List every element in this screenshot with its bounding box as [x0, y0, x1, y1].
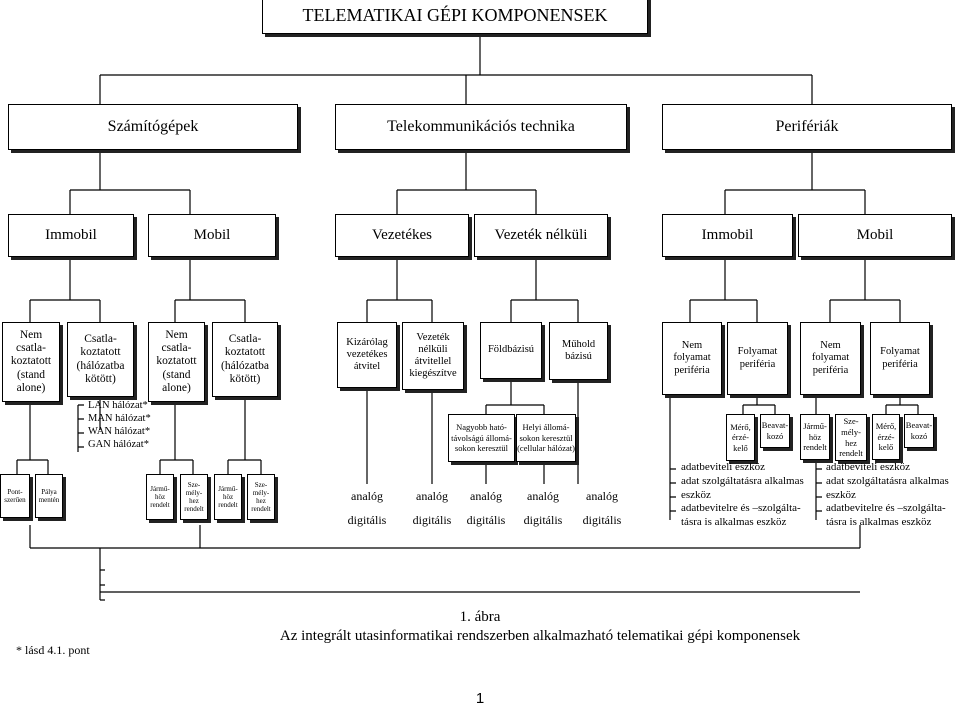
node-local-stations: Helyi állomá- sokon keresztül (cellular … — [516, 414, 576, 462]
node-sensor-immobil: Mérő, érzé- kelő — [726, 414, 755, 461]
analog-digital-local: analóg digitális — [523, 489, 563, 527]
node-process-peripheral-mobil: Folyamat periféria — [870, 322, 930, 395]
analog-digital-wireless-supplemented: analóg digitális — [412, 489, 452, 527]
subcategory-box-wireless: Vezeték nélküli — [474, 214, 608, 257]
device-list-immobil: adatbeviteli eszköz adat szolgáltatásra … — [681, 461, 804, 528]
node-label: Műhold bázisú — [561, 338, 596, 362]
node-point-wise: Pont- szerűen — [0, 474, 30, 518]
node-label: Nagyobb ható- távolságú állomá- sokon ke… — [451, 422, 512, 454]
category-label-telecom: Telekommunikációs technika — [387, 117, 575, 135]
analog-digital-long-range: analóg digitális — [466, 489, 506, 527]
node-vehicle-standalone: Jármű- höz rendelt — [146, 474, 174, 520]
subcategory-box-immobil-peripherals: Immobil — [662, 214, 793, 257]
subcategory-box-immobil-computers: Immobil — [8, 214, 134, 257]
subcategory-label: Vezetékes — [372, 226, 432, 243]
subcategory-label: Immobil — [701, 226, 754, 243]
node-label: Nem csatla- koztatott (stand alone) — [10, 328, 52, 394]
footnote: * lásd 4.1. pont — [16, 643, 90, 657]
figure-number: 1. ábra — [459, 609, 501, 625]
category-box-telecom: Telekommunikációs technika — [335, 104, 627, 150]
subcategory-box-wired: Vezetékes — [335, 214, 469, 257]
category-label-computers: Számítógépek — [107, 117, 199, 135]
node-label: Mérő, érzé- kelő — [730, 421, 751, 453]
subcategory-label: Mobil — [856, 226, 894, 243]
page-title: TELEMATIKAI GÉPI KOMPONENSEK — [302, 4, 608, 25]
page-title-box: TELEMATIKAI GÉPI KOMPONENSEK — [262, 0, 648, 34]
node-wireless-supplemented: Vezeték nélküli átvitellel kiegészítve — [402, 322, 464, 390]
category-label-peripherals: Perifériák — [775, 117, 839, 135]
node-process-peripheral-immobil: Folyamat periféria — [727, 322, 788, 395]
node-label: Nem folyamat periféria — [811, 340, 850, 376]
subcategory-label: Immobil — [45, 226, 97, 243]
analog-digital-wired: analóg digitális — [347, 489, 387, 527]
node-ground-based: Földbázisú — [480, 322, 542, 379]
node-actuator-immobil: Beavat- kozó — [760, 414, 790, 448]
node-person-peripheral: Sze- mély- hez rendelt — [835, 414, 867, 461]
subcategory-box-mobil-peripherals: Mobil — [798, 214, 952, 257]
analog-digital-satellite: analóg digitális — [582, 489, 622, 527]
node-standalone-immobil: Nem csatla- koztatott (stand alone) — [2, 322, 60, 402]
node-non-process-peripheral-immobil: Nem folyamat periféria — [662, 322, 722, 395]
node-label: Sze- mély- hez rendelt — [839, 416, 863, 459]
node-actuator-mobil: Beavat- kozó — [904, 414, 934, 448]
node-label: Nem folyamat periféria — [673, 340, 711, 376]
node-vehicle-peripheral: Jármű- höz rendelt — [800, 414, 830, 460]
page-number: 1 — [475, 690, 485, 707]
node-wired-only: Kizárólag vezetékes átvitel — [337, 322, 397, 388]
node-label: Mérő, érzé- kelő — [875, 421, 897, 453]
node-label: Folyamat periféria — [737, 346, 778, 370]
figure-caption: Az integrált utasinformatikai rendszerbe… — [279, 628, 801, 644]
subcategory-label: Vezeték nélküli — [494, 226, 588, 243]
node-label: Jármű- höz rendelt — [803, 421, 827, 453]
network-list: LAN hálózat* MAN hálózat* WAN hálózat* G… — [88, 400, 151, 450]
node-label: Pont- szerűen — [4, 487, 26, 504]
node-vehicle-networked: Jármű- höz rendelt — [214, 474, 242, 520]
node-label: Kizárólag vezetékes átvitel — [346, 336, 388, 373]
node-label: Jármű- höz rendelt — [218, 484, 238, 510]
category-box-computers: Számítógépek — [8, 104, 298, 150]
node-label: Csatla- koztatott (hálózatba kötött) — [221, 333, 269, 385]
node-non-process-peripheral-mobil: Nem folyamat periféria — [800, 322, 861, 395]
node-label: Vezeték nélküli átvitellel kiegészítve — [409, 331, 457, 380]
node-standalone-mobil: Nem csatla- koztatott (stand alone) — [148, 322, 205, 402]
device-list-mobil: adatbeviteli eszköz adat szolgáltatásra … — [826, 461, 949, 528]
node-person-networked: Sze- mély- hez rendelt — [247, 474, 275, 520]
node-label: Helyi állomá- sokon keresztül (cellular … — [517, 422, 575, 454]
node-along-track: Pálya mentén — [35, 474, 63, 518]
node-long-range-stations: Nagyobb ható- távolságú állomá- sokon ke… — [448, 414, 515, 462]
node-label: Nem csatla- koztatott (stand alone) — [156, 328, 197, 394]
subcategory-box-mobil-computers: Mobil — [148, 214, 276, 257]
node-label: Beavat- kozó — [761, 420, 789, 441]
node-label: Beavat- kozó — [905, 420, 933, 441]
node-networked-mobil: Csatla- koztatott (hálózatba kötött) — [212, 322, 278, 397]
category-box-peripherals: Perifériák — [662, 104, 952, 150]
node-person-standalone: Sze- mély- hez rendelt — [180, 474, 208, 520]
node-sensor-mobil: Mérő, érzé- kelő — [872, 414, 900, 460]
subcategory-label: Mobil — [193, 226, 231, 243]
node-label: Csatla- koztatott (hálózatba kötött) — [76, 333, 125, 385]
node-label: Pálya mentén — [38, 487, 60, 504]
node-satellite-based: Műhold bázisú — [549, 322, 608, 380]
node-label: Folyamat periféria — [880, 346, 920, 370]
node-networked-immobil: Csatla- koztatott (hálózatba kötött) — [67, 322, 134, 397]
node-label: Jármű- höz rendelt — [150, 484, 170, 510]
node-label: Földbázisú — [487, 344, 535, 356]
node-label: Sze- mély- hez rendelt — [251, 480, 271, 514]
node-label: Sze- mély- hez rendelt — [184, 480, 204, 514]
